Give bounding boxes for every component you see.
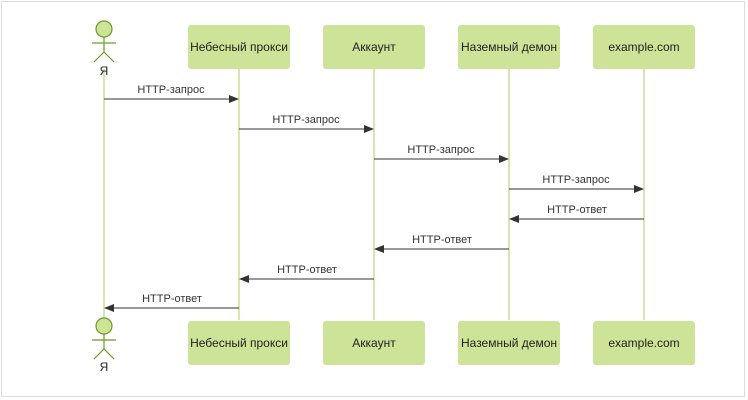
participant-label: example.com — [608, 336, 679, 350]
message-4: HTTP-запрос — [509, 174, 644, 193]
message-label: HTTP-запрос — [407, 144, 475, 156]
participant-ground-bottom: Наземный демон — [458, 321, 560, 365]
participant-label: Аккаунт — [352, 40, 396, 54]
message-label: HTTP-ответ — [547, 204, 607, 216]
actor-label-top: Я — [100, 64, 109, 78]
message-7: HTTP-ответ — [239, 264, 374, 283]
participants-top: Небесный прокси Аккаунт Наземный демон e… — [188, 25, 695, 69]
participant-ground-top: Наземный демон — [458, 25, 560, 69]
participant-sky-bottom: Небесный прокси — [188, 321, 290, 365]
participant-acct-bottom: Аккаунт — [323, 321, 425, 365]
actor-top: Я — [92, 20, 116, 78]
messages: HTTP-запрос HTTP-запрос HTTP-запрос HTTP… — [104, 84, 644, 312]
actor-head-icon — [95, 20, 113, 38]
participant-label: Небесный прокси — [190, 336, 288, 350]
actor-label-bottom: Я — [100, 360, 109, 374]
actor-leg-right — [103, 348, 115, 360]
participant-label: Аккаунт — [352, 336, 396, 350]
message-5: HTTP-ответ — [509, 204, 644, 223]
participant-acct-top: Аккаунт — [323, 25, 425, 69]
message-label: HTTP-ответ — [412, 234, 472, 246]
participant-label: example.com — [608, 40, 679, 54]
message-6: HTTP-ответ — [374, 234, 509, 253]
participant-ex-bottom: example.com — [593, 321, 695, 365]
message-2: HTTP-запрос — [239, 114, 374, 133]
actor-leg-left — [93, 51, 105, 63]
message-label: HTTP-ответ — [277, 264, 337, 276]
message-label: HTTP-запрос — [137, 84, 205, 96]
message-3: HTTP-запрос — [374, 144, 509, 163]
participants-bottom: Небесный прокси Аккаунт Наземный демон e… — [188, 321, 695, 365]
message-8: HTTP-ответ — [104, 293, 239, 312]
participant-label: Наземный демон — [461, 40, 557, 54]
actor-leg-right — [103, 51, 115, 63]
actor-bottom: Я — [92, 317, 116, 374]
message-1: HTTP-запрос — [104, 84, 239, 103]
message-label: HTTP-запрос — [542, 174, 610, 186]
message-label: HTTP-запрос — [272, 114, 340, 126]
lifelines — [103, 69, 645, 320]
actor-leg-left — [93, 348, 105, 360]
participant-sky-top: Небесный прокси — [188, 25, 290, 69]
participant-label: Наземный демон — [461, 336, 557, 350]
actor-head-icon — [95, 317, 113, 335]
participant-ex-top: example.com — [593, 25, 695, 69]
message-label: HTTP-ответ — [142, 293, 202, 305]
participant-label: Небесный прокси — [190, 40, 288, 54]
